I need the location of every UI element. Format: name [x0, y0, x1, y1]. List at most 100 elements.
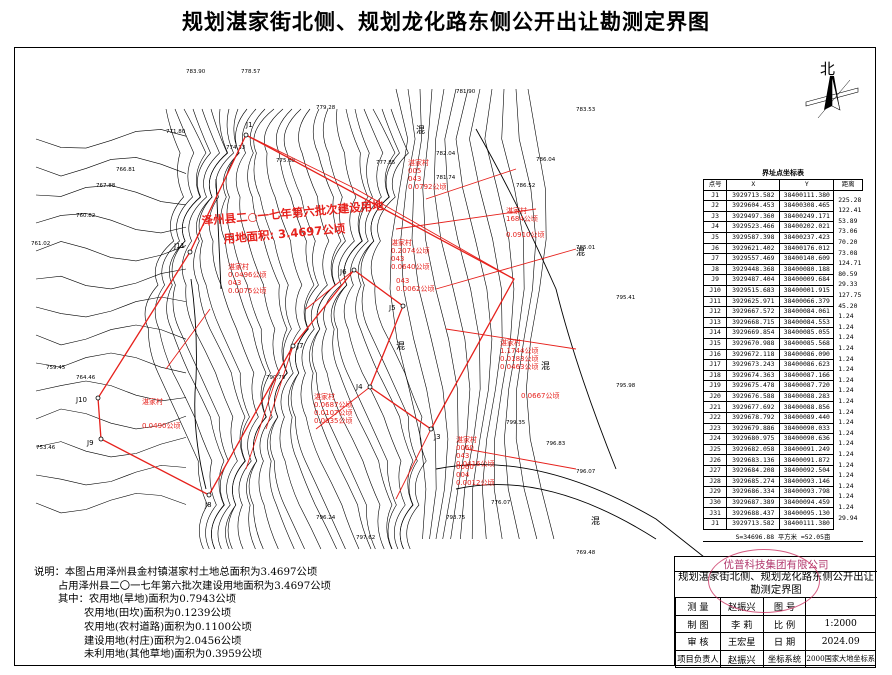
point-cell: J27	[702, 465, 728, 477]
tb-cell	[805, 597, 876, 616]
tb-cell: 制 图	[675, 614, 721, 634]
point-cell: J6	[702, 242, 728, 255]
contour-line	[35, 157, 187, 177]
contour-line	[433, 88, 471, 540]
y-cell: 38400084.553	[779, 316, 835, 329]
note-line: 农用地(田坎)面积为0.1239公顷	[84, 607, 232, 620]
elevation-label: 761.02	[31, 241, 50, 247]
elevation-label: 775.68	[276, 158, 296, 164]
notes-block: 说明：本图占用泽州县金村镇湛家村土地总面积为3.4697公顷 占用泽州县二〇一七…	[34, 566, 331, 662]
drawing-title: 规划湛家街北侧、规划龙化路东侧公开出让勘测定界图	[182, 10, 710, 34]
distance-cell: 1.24	[833, 354, 863, 365]
contour-line	[444, 88, 481, 540]
parcel-division-line	[245, 378, 277, 470]
x-cell: 3929713.582	[726, 518, 781, 530]
boundary-point-marker	[351, 267, 357, 273]
place-label: 混	[396, 341, 405, 352]
point-cell: J2	[702, 200, 728, 212]
boundary-point-marker	[428, 426, 434, 432]
distance-cell: 1.24	[833, 396, 863, 407]
parcel-owner: 湛家村	[408, 158, 429, 167]
y-cell: 38400009.684	[779, 274, 835, 286]
distance-cell: 1.24	[833, 459, 863, 471]
point-cell: J12	[702, 306, 728, 318]
distance-cell: 1.24	[833, 417, 863, 429]
y-cell: 38400090.636	[779, 433, 835, 445]
y-cell: 38400080.188	[779, 263, 835, 276]
distance-cell: 1.24	[833, 491, 863, 503]
x-cell: 3929670.988	[726, 337, 781, 350]
x-cell: 3929497.360	[726, 210, 781, 223]
contour-line	[35, 213, 187, 234]
x-cell: 3929669.854	[726, 327, 781, 339]
elevation-label: 783.90	[186, 69, 206, 75]
distance-cell: 1.24	[833, 428, 863, 439]
distance-cell: 1.24	[833, 385, 863, 397]
distance-cell	[833, 523, 863, 535]
y-cell: 38400111.380	[779, 189, 835, 202]
x-cell: 3929674.363	[726, 369, 781, 382]
parcel-area: 0.0640公顷	[391, 263, 430, 271]
point-cell: J14	[702, 327, 728, 339]
contour-line	[247, 108, 295, 550]
tb-cell: 李 莉	[719, 614, 764, 634]
elevation-label: 781.90	[456, 89, 476, 95]
contour-line	[35, 352, 187, 374]
col-x: X	[726, 179, 781, 191]
contour-line	[389, 88, 427, 540]
x-cell: 3929686.334	[726, 486, 781, 498]
elevation-label: 785.01	[576, 245, 595, 251]
distance-cell: 127.75	[833, 290, 863, 302]
y-cell: 38400092.504	[779, 465, 835, 477]
point-cell: J29	[702, 486, 728, 498]
distance-cell: 225.28	[833, 195, 863, 206]
tb-cell: 测 量	[675, 597, 721, 616]
x-cell: 3929672.118	[726, 348, 781, 361]
x-cell: 3929687.389	[726, 496, 781, 509]
contour-line	[469, 88, 503, 540]
point-cell: J26	[702, 454, 728, 467]
parcel-area: 0.0035公顷	[314, 417, 353, 425]
elevation-label: 781.74	[436, 175, 456, 181]
parcel-division-line	[425, 168, 517, 200]
tb-row: 项目负责人 赵振兴 坐标系统 2000国家大地坐标系	[675, 649, 876, 669]
boundary-point-marker	[367, 384, 373, 390]
x-cell: 3929713.582	[726, 189, 781, 202]
contour-line	[144, 108, 208, 550]
elevation-label: 771.80	[166, 129, 186, 135]
x-cell: 3929625.971	[726, 295, 781, 308]
contour-line	[343, 108, 406, 550]
tb-cell: 审 核	[675, 632, 721, 651]
parcel-l1: 0.2074公顷	[391, 247, 430, 255]
contour-line	[321, 108, 385, 550]
parcel-l2: 0.0062公顷	[396, 285, 435, 293]
point-cell: J11	[702, 295, 728, 308]
company-seal	[708, 549, 820, 613]
x-cell: 3929675.478	[726, 380, 781, 392]
contour-line	[298, 108, 360, 550]
road-lines	[190, 128, 704, 557]
y-cell: 38400202.021	[779, 221, 835, 233]
parcel-owner: 湛家村	[228, 262, 249, 271]
contour-line	[35, 296, 187, 318]
x-cell: 3929688.437	[726, 507, 781, 519]
contour-line	[208, 108, 259, 550]
x-cell: 3929523.466	[726, 221, 781, 233]
point-cell: J16	[702, 348, 728, 361]
y-cell: 38400111.380	[779, 518, 835, 530]
distance-cell: 1.24	[833, 364, 863, 376]
parcel-l1: 0060	[456, 444, 474, 452]
y-cell: 38400176.012	[779, 242, 835, 255]
distance-cell: 29.94	[833, 512, 863, 524]
col-point: 点号	[702, 179, 728, 191]
